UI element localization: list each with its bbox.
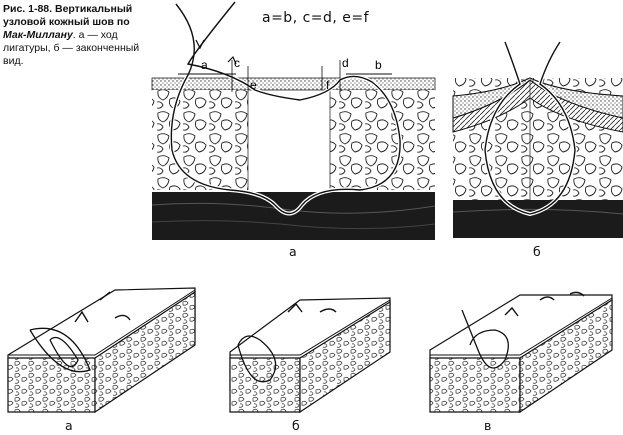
bottom-block-b	[229, 297, 391, 414]
panel-b-closed-wound	[452, 40, 623, 238]
bottom-block-c	[429, 291, 613, 414]
point-label-e: e	[250, 78, 257, 92]
bottom-block-a	[7, 287, 196, 414]
point-label-d: d	[342, 56, 349, 70]
point-label-f: f	[326, 78, 330, 92]
panel-label-bottom-a: а	[65, 418, 73, 433]
caption-rest: . а — ход лигатуры, б — законченный вид.	[3, 29, 140, 67]
caption-author: Мак-Миллану	[3, 29, 73, 41]
point-label-b: b	[375, 58, 382, 72]
caption-title: Рис. 1-88. Вертикальный узловой кожный ш…	[3, 3, 133, 28]
panel-label-top-b: б	[533, 244, 541, 259]
equality-note: a=b, c=d, e=f	[262, 10, 370, 26]
point-label-a: a	[201, 58, 208, 72]
panel-a-cross-section	[151, 0, 436, 240]
panel-label-bottom-b: б	[292, 418, 300, 433]
figure-caption: Рис. 1-88. Вертикальный узловой кожный ш…	[3, 3, 153, 68]
panel-label-top-a: а	[289, 244, 297, 259]
point-label-c: c	[234, 56, 240, 70]
panel-label-bottom-c: в	[484, 418, 492, 433]
